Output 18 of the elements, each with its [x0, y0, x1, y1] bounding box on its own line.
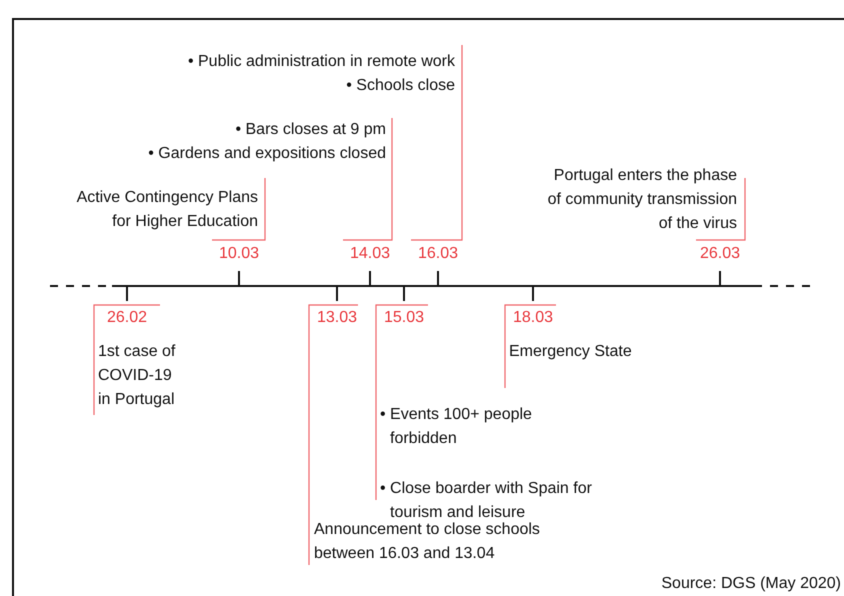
- event-text: • Bars closes at 9 pm: [234, 120, 386, 140]
- date-label: 18.03: [513, 308, 554, 328]
- date-label: 15.03: [384, 308, 424, 328]
- event-text: Portugal enters the phase of community transmission of the virus: [542, 164, 737, 236]
- date-label: 26.02: [107, 308, 148, 328]
- event-text: • Gardens and expositions closed: [147, 144, 386, 164]
- date-label: 26.03: [700, 244, 740, 264]
- event-text: • Events 100+ people forbidden: [380, 405, 533, 449]
- date-label: 10.03: [219, 244, 260, 264]
- event-text: Active Contingency Plans for Higher Education: [58, 186, 258, 234]
- date-label: 13.03: [317, 308, 358, 328]
- event-text: • Public administration in remote work: [186, 52, 455, 72]
- event-text: • Schools close: [345, 76, 455, 96]
- source-note: Source: DGS (May 2020): [661, 574, 841, 594]
- date-label: 14.03: [350, 244, 390, 264]
- event-text: 1st case of COVID-19 in Portugal: [98, 340, 186, 412]
- date-label: 16.03: [418, 244, 458, 264]
- event-text: Emergency State: [509, 340, 729, 364]
